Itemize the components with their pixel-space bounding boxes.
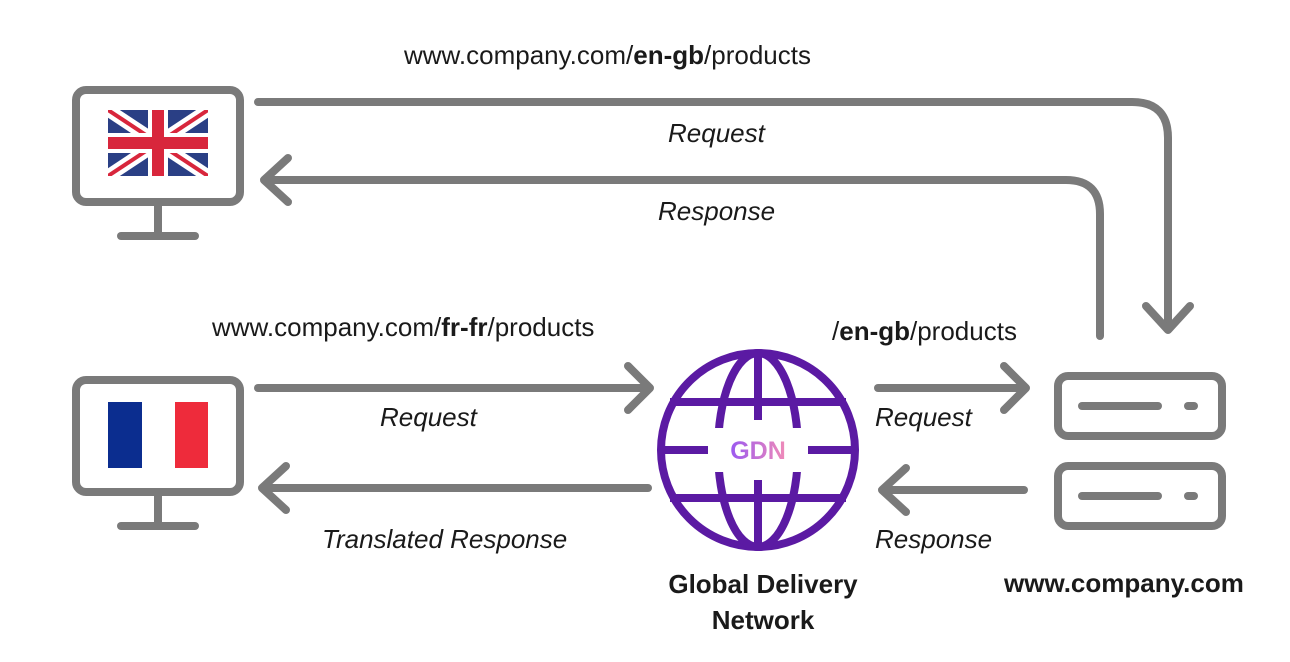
fr-url-suffix: /products (487, 312, 595, 342)
fr-request-arrow (254, 362, 654, 414)
uk-url-prefix: www.company.com/ (404, 40, 634, 70)
forwarded-url-suffix: /products (910, 316, 1017, 346)
gdn-caption: Global Delivery Network (628, 566, 898, 638)
server-rack-icon (1054, 372, 1226, 530)
fr-response-arrow (258, 462, 652, 514)
uk-request-arrow (254, 98, 1194, 334)
gdn-response-arrow (878, 464, 1028, 516)
fr-response-label: Translated Response (322, 524, 568, 554)
forwarded-url-locale: en-gb (839, 316, 910, 346)
uk-flag-icon (108, 110, 208, 176)
server-caption: www.company.com (1004, 568, 1244, 598)
uk-response-arrow (260, 154, 1104, 340)
fr-request-label: Request (380, 402, 477, 432)
forwarded-url: /en-gb/products (832, 316, 1017, 346)
gdn-caption-line1: Global Delivery (668, 569, 858, 599)
forwarded-url-prefix: / (832, 316, 840, 346)
fr-url-locale: fr-fr (441, 312, 488, 342)
fr-client-monitor-icon (72, 376, 244, 530)
france-flag-icon (108, 402, 208, 468)
gdn-badge-background (712, 428, 804, 472)
server-response-label: Response (875, 524, 993, 554)
uk-client-monitor-icon (72, 86, 244, 240)
fr-url: www.company.com/fr-fr/products (212, 312, 594, 342)
uk-url: www.company.com/en-gb/products (404, 40, 811, 70)
gdn-badge: GDN (730, 437, 786, 465)
uk-url-locale: en-gb (633, 40, 705, 70)
gdn-request-arrow (874, 362, 1030, 414)
uk-response-label: Response (658, 196, 776, 226)
uk-request-label: Request (668, 118, 765, 148)
server-request-label: Request (875, 402, 972, 432)
fr-url-prefix: www.company.com/ (212, 312, 442, 342)
gdn-caption-line2: Network (711, 605, 815, 635)
uk-url-suffix: /products (704, 40, 811, 70)
